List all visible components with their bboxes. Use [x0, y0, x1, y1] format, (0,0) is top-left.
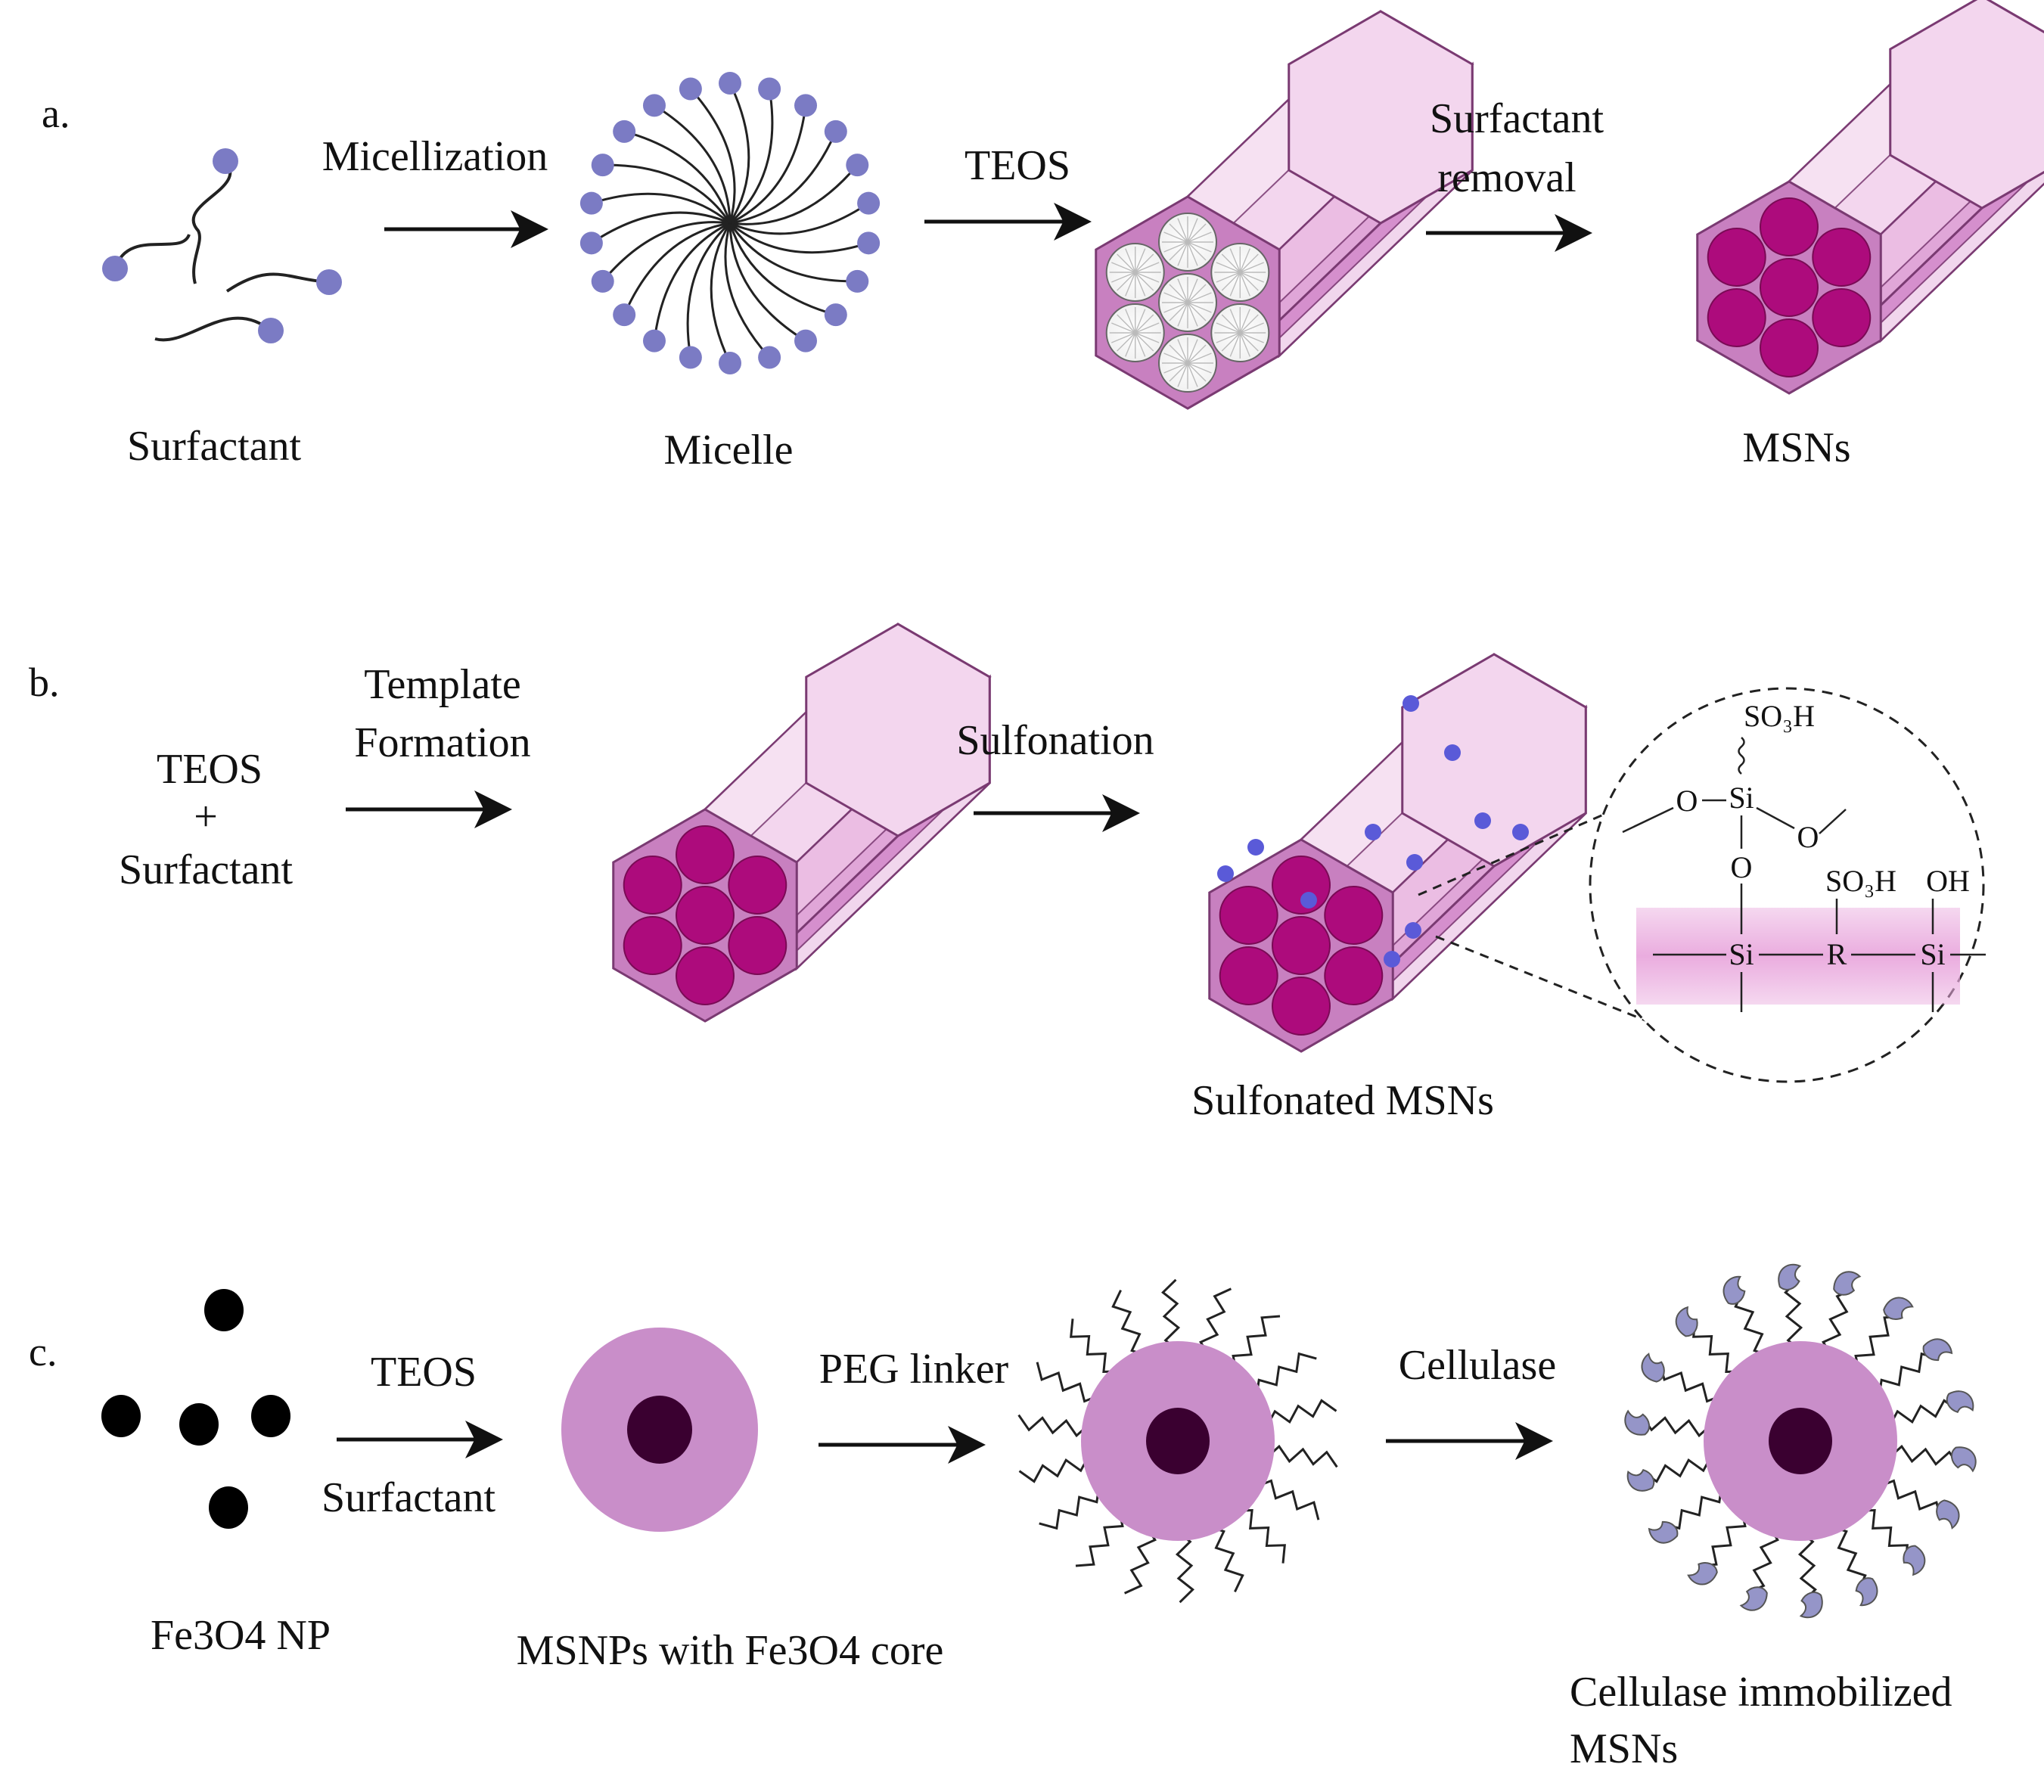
sulfonated-surface-zoom: SO₃H Si O O O Si R Si SO₃H OH: [1589, 687, 1986, 1083]
label-fe3o4-np: Fe3O4 NP: [151, 1612, 331, 1659]
label-sulfonated-msns: Sulfonated MSNs: [1191, 1077, 1494, 1124]
reagent-surfactant-b: Surfactant: [119, 846, 294, 893]
panel-a: a. Surfactant Micellization Micelle TEOS…: [42, 0, 2044, 474]
wavy-bond-top: [1738, 737, 1745, 775]
label-msnps-core: MSNPs with Fe3O4 core: [517, 1627, 944, 1674]
label-msns-c: MSNs: [1570, 1725, 1678, 1772]
panel-a-letter: a.: [42, 91, 70, 136]
chem-si-surface-left: Si: [1729, 937, 1754, 971]
silica-surface-band: [1636, 908, 1960, 1005]
step-teos-a: TEOS: [965, 142, 1070, 189]
step-formation: Formation: [354, 719, 530, 766]
step-teos-c: TEOS: [371, 1349, 477, 1396]
micelle: [579, 72, 881, 374]
label-cellulase-immobilized: Cellulase immobilized: [1570, 1669, 1952, 1716]
panel-b: b. TEOS + Surfactant Template Formation …: [29, 623, 1986, 1124]
label-micelle: Micelle: [663, 427, 793, 474]
msn-rod-b: [612, 623, 992, 1023]
panel-b-letter: b.: [29, 660, 60, 705]
peg-functionalized-particle: [1017, 1278, 1338, 1604]
panel-c: c. Fe3O4 NP TEOS Surfactant MSNPs with F…: [29, 1263, 1977, 1772]
surfactant-molecules: [102, 148, 342, 343]
chem-si-top: Si: [1729, 781, 1754, 815]
step-micellization: Micellization: [322, 133, 548, 180]
cellulase-immobilized-particle: [1624, 1263, 1977, 1619]
chem-so3h-top: SO₃H: [1744, 699, 1815, 733]
step-cellulase: Cellulase: [1399, 1342, 1556, 1389]
chem-o-mid: O: [1731, 850, 1753, 884]
chem-r: R: [1827, 937, 1847, 971]
chem-o-left: O: [1676, 784, 1698, 818]
chem-so3h-r: SO₃H: [1825, 864, 1896, 898]
chem-oh: OH: [1926, 864, 1970, 898]
chem-si-surface-right: Si: [1920, 937, 1945, 971]
label-msns-a: MSNs: [1742, 424, 1850, 471]
msnp-with-core: [561, 1328, 758, 1532]
step-sulfonation: Sulfonation: [956, 717, 1154, 764]
step-surfactant-c: Surfactant: [322, 1474, 496, 1521]
step-surfactant-removal-1: Surfactant: [1430, 95, 1604, 142]
step-template: Template: [364, 661, 521, 708]
step-peg-linker: PEG linker: [819, 1346, 1009, 1393]
reagent-teos-b: TEOS: [157, 746, 262, 793]
sulfonated-msn-rod: [1208, 653, 1588, 1053]
msn-rod-a: [1696, 0, 2044, 395]
label-surfactant: Surfactant: [127, 423, 302, 470]
panel-c-letter: c.: [29, 1329, 57, 1374]
step-surfactant-removal-2: removal: [1437, 154, 1576, 201]
fe3o4-nanoparticles: [101, 1289, 290, 1529]
chem-o-right: O: [1797, 820, 1819, 854]
reagent-plus: +: [194, 794, 218, 840]
rod-with-micelle-template: [1095, 10, 1474, 410]
